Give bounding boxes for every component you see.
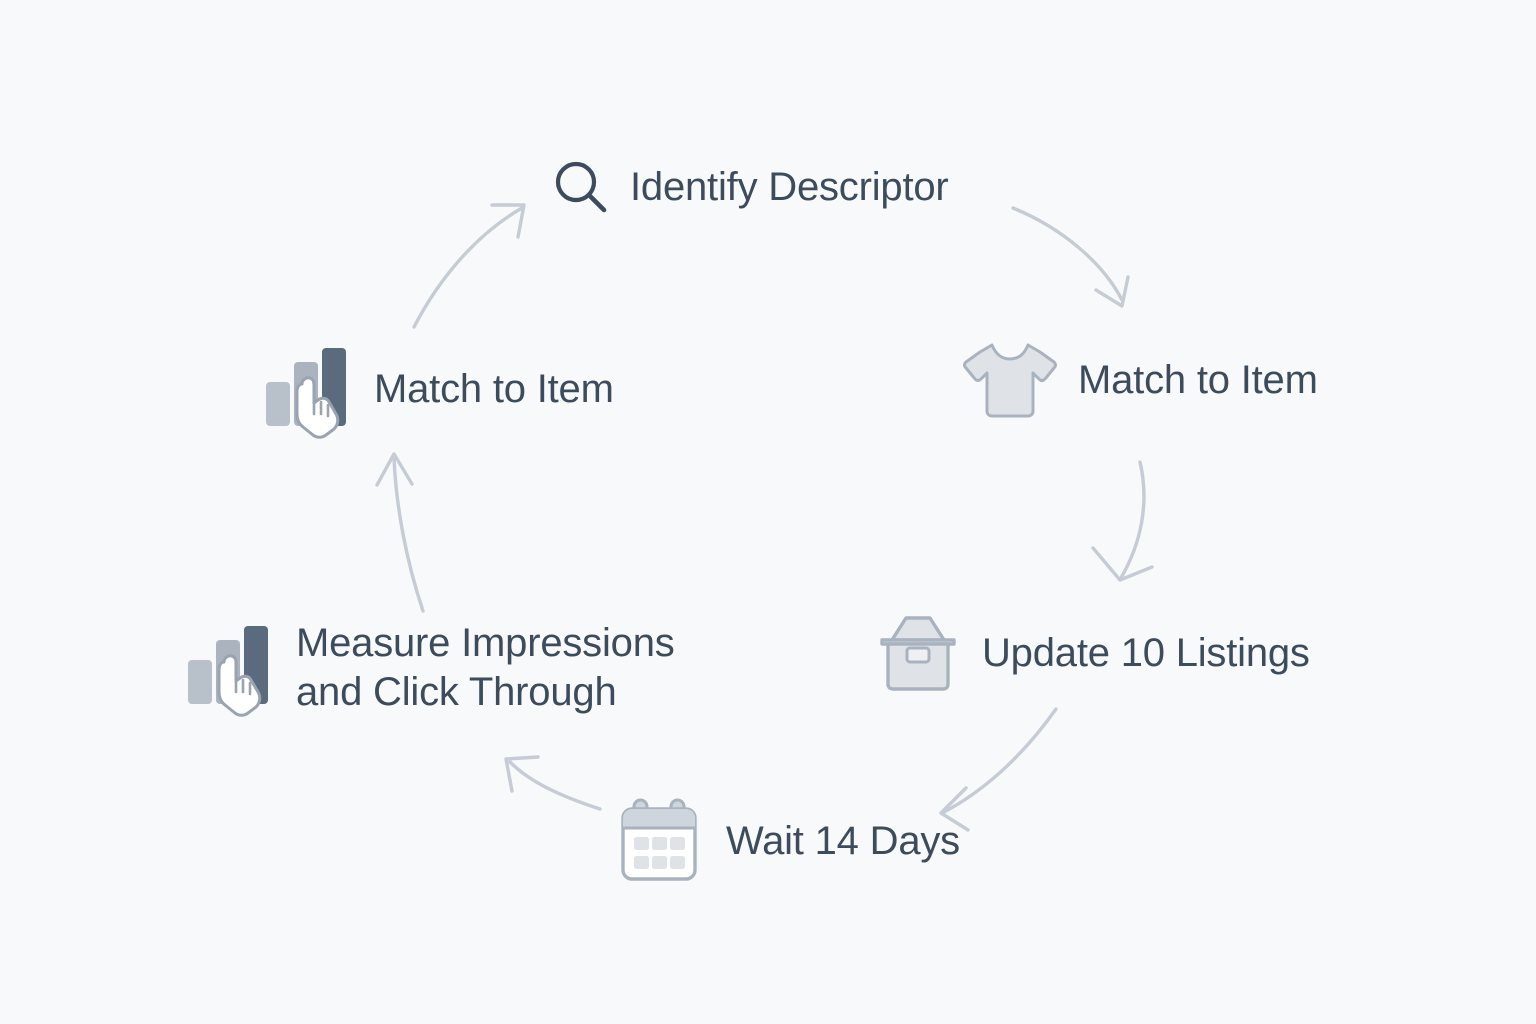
shirt-icon: [963, 343, 1057, 418]
node-match-to-item-left[interactable]: Match to Item: [258, 340, 614, 440]
bar-chart-cursor-icon: [266, 348, 346, 439]
node-label: Wait 14 Days: [726, 819, 960, 864]
node-label: Match to Item: [1078, 358, 1318, 403]
node-label: Measure Impressions and Click Through: [296, 621, 675, 714]
node-label: Identify Descriptor: [630, 165, 949, 210]
search-icon: [555, 161, 607, 213]
calendar-icon: [621, 798, 697, 881]
node-label: Update 10 Listings: [982, 631, 1310, 676]
arrow-measure-to-match-left: [375, 452, 425, 613]
node-wait-days[interactable]: Wait 14 Days: [614, 796, 960, 888]
arrow-match-left-to-identify: [412, 203, 526, 329]
bar-chart-cursor-icon: [188, 626, 268, 717]
node-identify-descriptor[interactable]: Identify Descriptor: [548, 155, 949, 221]
node-measure-impressions[interactable]: Measure Impressions and Click Through: [180, 618, 675, 718]
node-match-to-item-right[interactable]: Match to Item: [958, 335, 1318, 427]
box-icon: [880, 616, 956, 691]
arrow-identify-to-match-right: [1011, 206, 1130, 308]
arrow-match-right-to-update: [1091, 460, 1154, 582]
node-label: Match to Item: [374, 367, 614, 412]
arrow-wait-to-measure: [504, 755, 602, 811]
node-update-listings[interactable]: Update 10 Listings: [870, 608, 1310, 700]
